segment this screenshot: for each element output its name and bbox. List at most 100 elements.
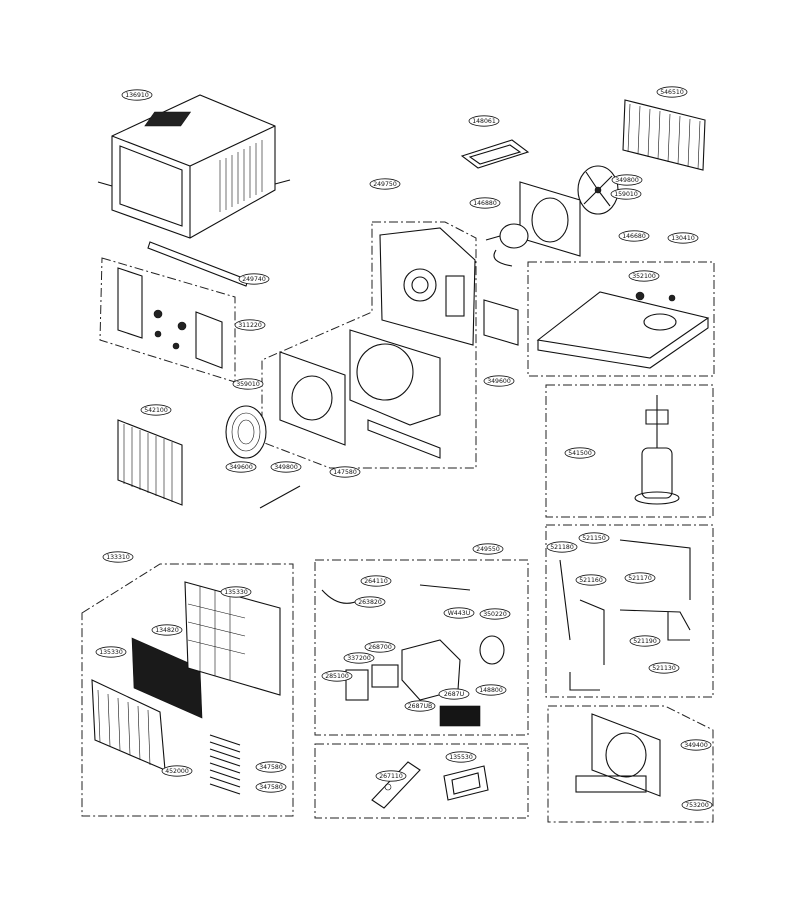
callout-label: 521150	[582, 535, 606, 542]
callout-label: 133310	[106, 554, 130, 561]
callout-bubble	[564, 447, 596, 459]
callout-layer: 136910 546510 148061 146880 349800 159010 2497…	[95, 86, 713, 811]
callout-label: 347580	[259, 764, 283, 771]
callout-c-13533b: 135330	[95, 646, 127, 658]
callout-c-31122: 311220	[234, 319, 266, 331]
callout-label: 134820	[155, 627, 179, 634]
callout-label: 146680	[622, 233, 646, 240]
callout-label: 350220	[483, 611, 507, 618]
callout-c-15901: 159010	[610, 188, 642, 200]
scroll-housing-part	[349, 329, 441, 426]
callout-c-13691: 136910	[121, 89, 153, 101]
callout-bubble	[667, 232, 699, 244]
callout-c-35901: 359010	[232, 378, 264, 390]
callout-label: 521170	[628, 575, 652, 582]
callout-label: 249740	[242, 276, 266, 283]
callout-bubble	[443, 607, 475, 619]
callout-c-34980: 349800	[611, 174, 643, 186]
callout-label: 2687U	[444, 691, 464, 698]
callout-bubble	[343, 652, 375, 664]
callout-label: 521180	[550, 544, 574, 551]
callout-c-54650: 546510	[656, 86, 688, 98]
callout-bubble	[255, 781, 287, 793]
callout-c-34758: 347580	[255, 761, 287, 773]
divider-panel-part	[379, 227, 476, 346]
shaft-part	[259, 485, 301, 509]
callout-bubble	[438, 688, 470, 700]
callout-bubble	[161, 765, 193, 777]
fan-shroud-part	[519, 181, 581, 257]
callout-bubble	[681, 799, 713, 811]
group-box-base-pan	[527, 261, 715, 377]
fan-motor-part	[485, 223, 529, 267]
outdoor-fan-part	[577, 165, 619, 215]
callout-c-35022: 350220	[479, 608, 511, 620]
callout-bubble	[618, 230, 650, 242]
callout-bubble	[238, 273, 270, 285]
callout-label: 135530	[449, 754, 473, 761]
callout-bubble	[648, 662, 680, 674]
callout-c-34940: 349400	[680, 739, 712, 751]
callout-bubble	[578, 532, 610, 544]
callout-bubble	[483, 375, 515, 387]
callout-bubble	[468, 115, 500, 127]
callout-label: 347580	[259, 784, 283, 791]
callout-c-54150: 541500	[564, 447, 596, 459]
callout-label: 146880	[473, 200, 497, 207]
callout-label: 249750	[373, 181, 397, 188]
drain-strip-part	[367, 419, 441, 459]
callout-label: 541500	[568, 450, 592, 457]
remote-control-part	[371, 761, 421, 809]
callout-label: 135330	[99, 649, 123, 656]
callout-label: 521190	[633, 638, 657, 645]
callout-c-14866: 146880	[469, 197, 501, 209]
callout-c-34960b: 349600	[225, 461, 257, 473]
callout-label: 521160	[579, 577, 603, 584]
callout-c-26870: 268700	[364, 641, 396, 653]
group-box-shroud	[547, 705, 714, 823]
callout-bubble	[102, 551, 134, 563]
callout-c-2687Ub: 2687UB	[404, 700, 436, 712]
callout-c-24955: 249550	[472, 543, 504, 555]
callout-c-24974: 249740	[238, 273, 270, 285]
callout-label: 267110	[379, 773, 403, 780]
bracket-box-part	[483, 299, 519, 346]
callout-label: 2687UB	[408, 703, 433, 710]
base-pan-part	[536, 291, 710, 369]
callout-bubble	[140, 404, 172, 416]
callout-label: 148061	[472, 118, 496, 125]
remote-holder-part	[443, 765, 489, 801]
electrical-panel-part	[117, 267, 223, 369]
callout-bubble	[628, 270, 660, 282]
callout-bubble	[624, 572, 656, 584]
callout-bubble	[232, 378, 264, 390]
callout-bubble	[225, 461, 257, 473]
callout-label: 352100	[632, 273, 656, 280]
callout-label: 521130	[652, 665, 676, 672]
callout-c-33720: 337200	[343, 652, 375, 664]
callout-label: 337200	[347, 655, 371, 662]
group-box-control-box	[314, 559, 529, 736]
callout-c-52116: 521160	[575, 574, 607, 586]
group-outlines	[81, 221, 715, 823]
shroud-part	[575, 713, 661, 797]
callout-c-26411: 264110	[360, 575, 392, 587]
callout-c-13331: 133310	[102, 551, 134, 563]
cabinet-part	[97, 94, 291, 239]
callout-c-13533: 135330	[220, 586, 252, 598]
refrigerant-tubing-part	[559, 539, 691, 691]
callout-c-13553: 135530	[445, 751, 477, 763]
callout-label: 349400	[684, 742, 708, 749]
group-box-electrical-panel	[99, 257, 236, 383]
callout-bubble	[375, 770, 407, 782]
group-box-front-grille	[81, 563, 294, 817]
callout-c-54210: 542100	[140, 404, 172, 416]
callout-label: 148800	[479, 687, 503, 694]
group-box-compressor	[545, 384, 714, 518]
compressor-part	[634, 395, 680, 505]
callout-bubble	[475, 684, 507, 696]
callout-bubble	[220, 586, 252, 598]
callout-bubble	[629, 635, 661, 647]
callout-bubble	[369, 178, 401, 190]
